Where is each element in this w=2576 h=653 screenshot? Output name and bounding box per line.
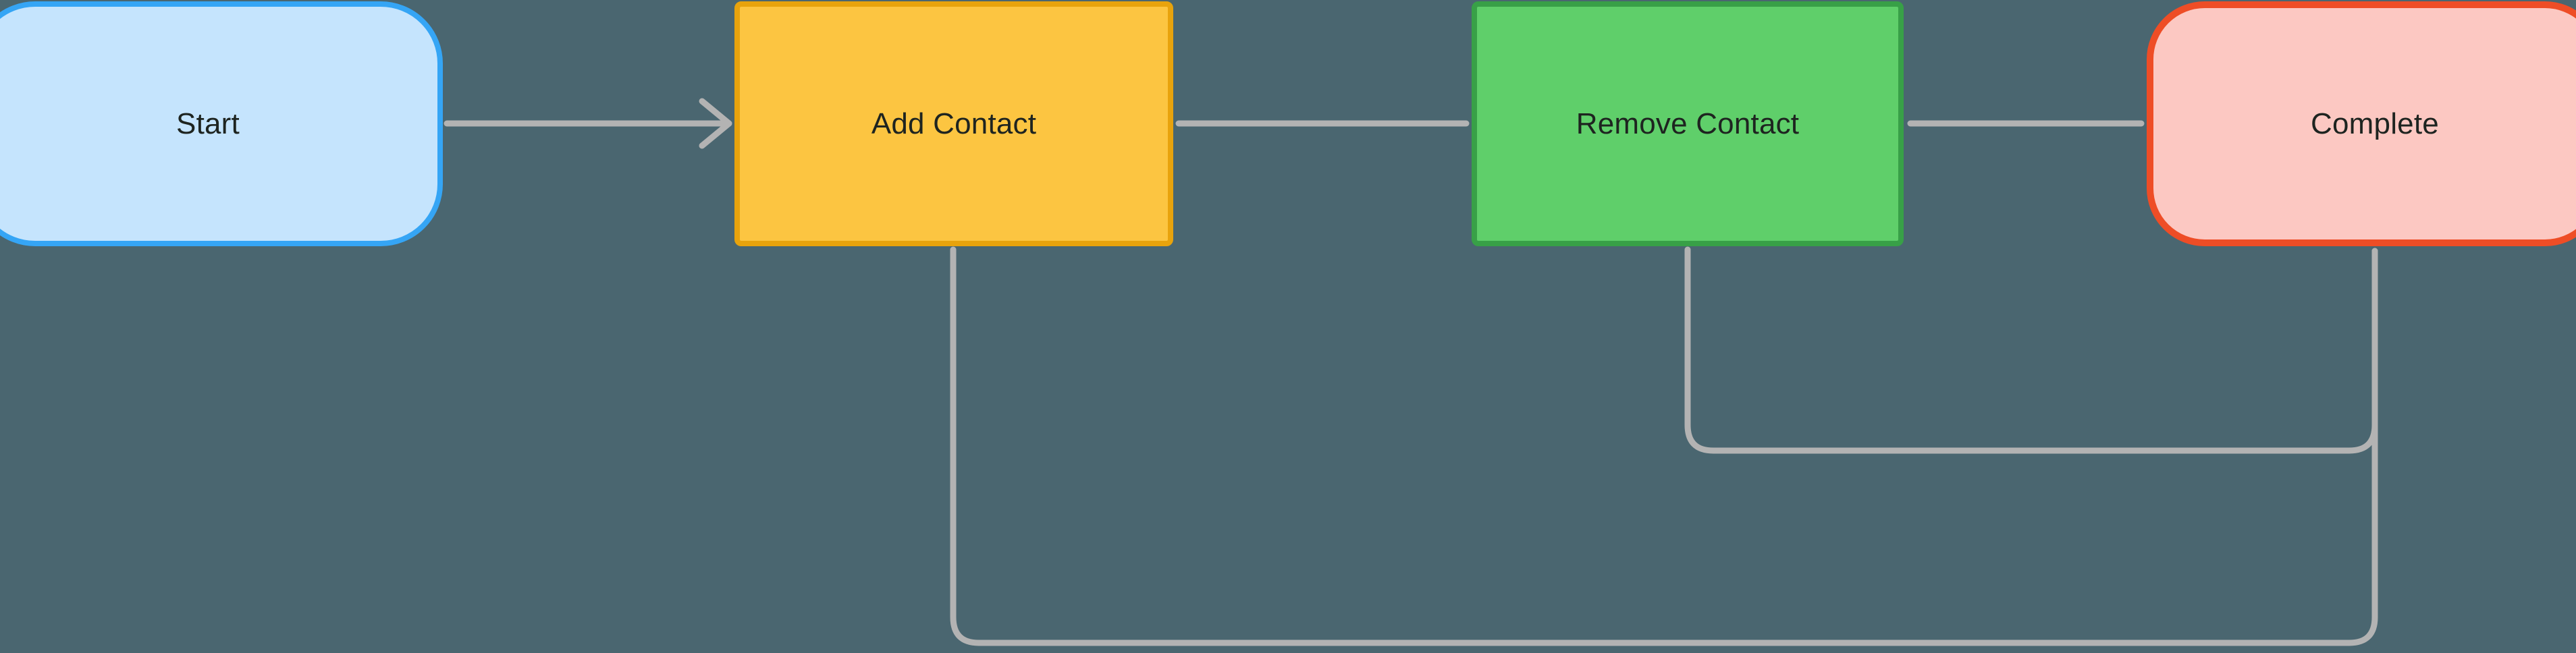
node-remove-contact-label: Remove Contact [1576,107,1800,140]
node-start[interactable]: Start [0,1,443,246]
edge-add-contact-loop-to-complete[interactable] [950,246,2378,646]
arrowhead-icon [699,98,732,149]
node-start-label: Start [176,107,240,140]
node-complete-label: Complete [2311,107,2439,140]
node-add-contact[interactable]: Add Contact [734,1,1173,246]
edge-remove-contact-loop-to-complete[interactable] [1684,246,2378,454]
node-add-contact-label: Add Contact [871,107,1037,140]
node-remove-contact[interactable]: Remove Contact [1472,1,1904,246]
node-complete[interactable]: Complete [2147,1,2576,246]
edge-start-to-add-contact[interactable] [444,98,732,149]
